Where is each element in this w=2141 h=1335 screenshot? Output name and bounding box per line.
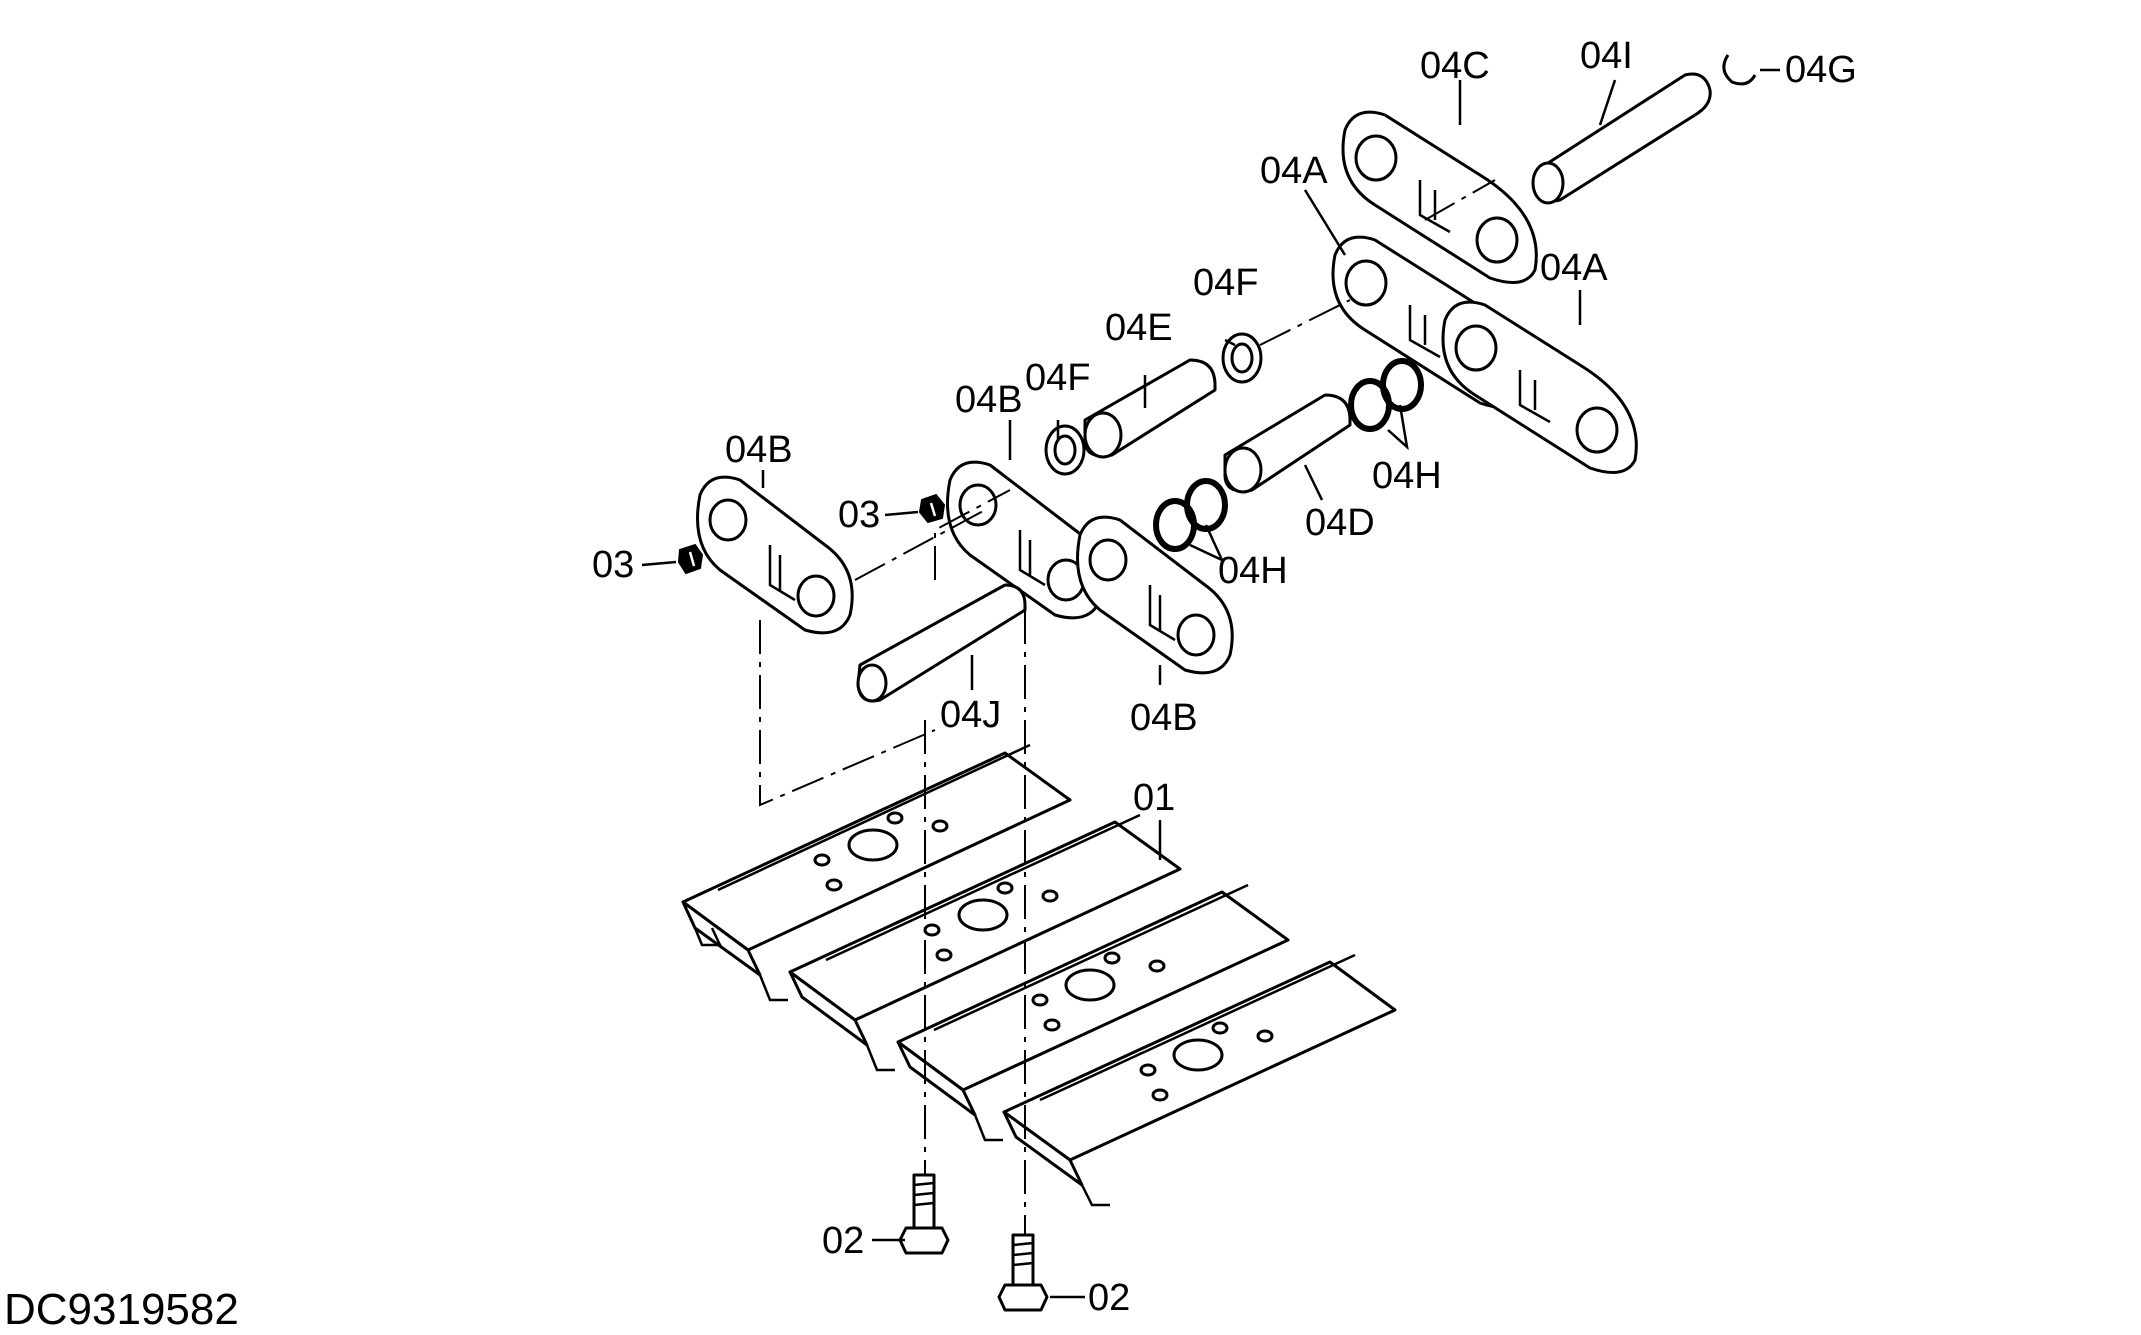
callout-03-left: 03 <box>592 544 634 586</box>
pin-04j <box>856 583 1027 703</box>
callout-04f-right: 04F <box>1193 262 1258 304</box>
bushing-04e <box>1083 358 1217 459</box>
callout-04b-left: 04B <box>725 429 793 471</box>
bushing-04d <box>1223 393 1352 494</box>
callout-04e: 04E <box>1105 307 1173 349</box>
link-04b-left <box>696 475 854 635</box>
link-04b-middle <box>946 460 1104 620</box>
track-bolt-02-left <box>898 1173 950 1255</box>
callout-04h-left: 04H <box>1218 550 1288 592</box>
spacer-04f-lower <box>1044 424 1086 476</box>
link-04b-right <box>1076 515 1234 675</box>
drawing-id: DC9319582 <box>4 1285 239 1334</box>
callout-04c: 04C <box>1420 45 1490 87</box>
callout-01: 01 <box>1133 777 1175 819</box>
assembly-lines <box>759 179 1496 1235</box>
callout-04a-right: 04A <box>1540 247 1608 289</box>
seal-04h-lower <box>1153 478 1228 552</box>
link-04c <box>1341 110 1538 284</box>
seal-04h-upper <box>1348 358 1424 432</box>
nut-03-right <box>918 493 946 524</box>
snap-ring-04g <box>1722 54 1757 86</box>
callout-04h-right: 04H <box>1372 455 1442 497</box>
callout-02-left: 02 <box>822 1220 864 1262</box>
spacer-04f-upper <box>1221 332 1263 384</box>
link-04a-lower <box>1441 300 1638 474</box>
callout-04b-lower: 04B <box>1130 697 1198 739</box>
leader-lines <box>641 68 1780 1299</box>
callout-04g: 04G <box>1785 49 1857 91</box>
callout-04a-left: 04A <box>1260 150 1328 192</box>
track-bolt-02-right <box>997 1233 1049 1312</box>
callout-03-right: 03 <box>838 494 880 536</box>
callout-04d: 04D <box>1305 502 1375 544</box>
callout-04b-middle: 04B <box>955 379 1023 421</box>
nut-03-left <box>677 543 704 575</box>
callout-04i: 04I <box>1580 35 1633 77</box>
track-shoe-01 <box>681 743 1397 1207</box>
callout-04f-left: 04F <box>1025 357 1090 399</box>
pin-04i <box>1531 72 1712 205</box>
callout-02-right: 02 <box>1088 1277 1130 1319</box>
callout-04j: 04J <box>940 694 1001 736</box>
